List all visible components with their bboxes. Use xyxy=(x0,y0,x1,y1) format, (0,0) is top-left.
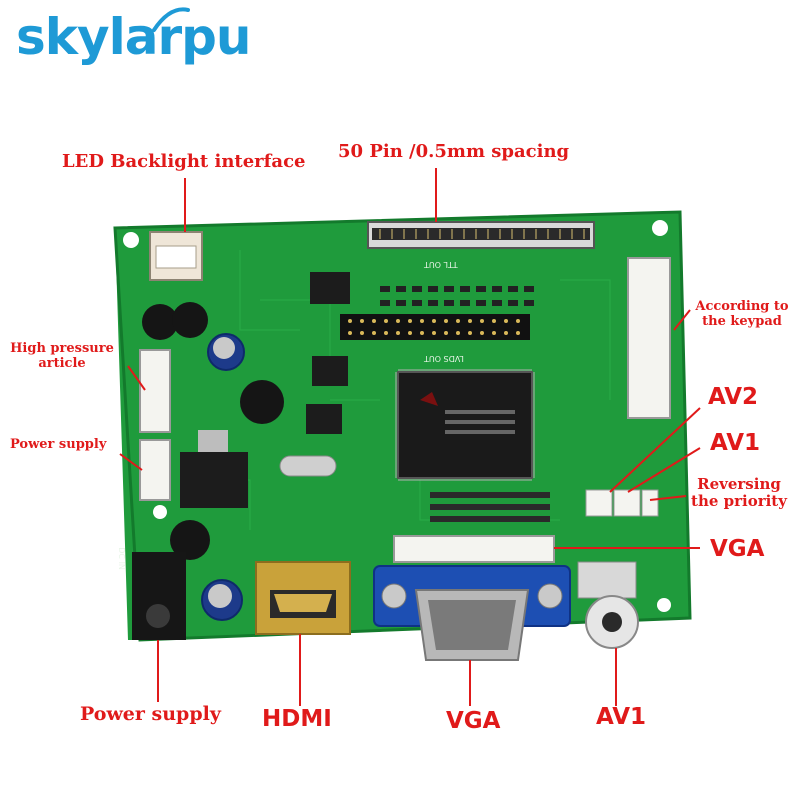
label-av2: AV2 xyxy=(708,384,759,410)
label-av1-right: AV1 xyxy=(710,430,761,456)
label-high-pressure: High pressure article xyxy=(4,341,120,372)
vga-header-connector xyxy=(393,535,555,563)
voltage-regulator xyxy=(180,452,248,508)
mount-hole xyxy=(123,232,139,248)
inductor xyxy=(142,304,178,340)
inductor xyxy=(172,302,208,338)
label-vga-right: VGA xyxy=(710,536,765,562)
brand-swoosh-icon xyxy=(152,7,190,32)
keypad-connector xyxy=(627,257,671,419)
label-power-supply-bottom: Power supply xyxy=(80,703,221,725)
label-keypad-line1: According to xyxy=(695,299,789,314)
mount-hole xyxy=(652,220,668,236)
brand-logo: skylarpu xyxy=(16,8,252,66)
crystal-oscillator xyxy=(279,455,337,477)
label-keypad-line2: the keypad xyxy=(702,313,782,329)
silkscreen-dc-in: DC IN xyxy=(116,547,126,570)
high-pressure-connector xyxy=(139,349,171,433)
label-reversing-priority: Reversing the priority xyxy=(684,475,794,511)
label-hdmi: HDMI xyxy=(262,706,332,732)
label-vga-bottom: VGA xyxy=(446,708,501,734)
av1-connector xyxy=(613,489,641,517)
main-controller-chip xyxy=(397,371,533,479)
mount-hole xyxy=(657,598,671,612)
priority-jumper xyxy=(641,489,659,517)
label-av1-bottom: AV1 xyxy=(596,704,647,730)
power-supply-connector xyxy=(139,439,171,501)
brand-name: skylarpu xyxy=(16,8,252,66)
label-keypad: According to the keypad xyxy=(688,299,796,330)
inductor xyxy=(240,380,284,424)
inductor xyxy=(170,520,210,560)
label-high-pressure-line1: High pressure xyxy=(10,341,114,356)
label-led-backlight: LED Backlight interface xyxy=(62,151,306,172)
silkscreen-lvds-out: LVDS OUT xyxy=(424,354,464,364)
label-high-pressure-line2: article xyxy=(38,355,86,371)
silkscreen-ttl-out: TTL OUT xyxy=(424,260,458,270)
av2-connector xyxy=(585,489,613,517)
lvds-header xyxy=(340,314,530,340)
mount-hole xyxy=(153,505,167,519)
label-power-supply-side: Power supply xyxy=(10,437,107,452)
label-reversing-line1: Reversing xyxy=(697,475,781,493)
label-pin-spacing: 50 Pin /0.5mm spacing xyxy=(338,141,570,162)
label-reversing-line2: the priority xyxy=(691,492,787,511)
